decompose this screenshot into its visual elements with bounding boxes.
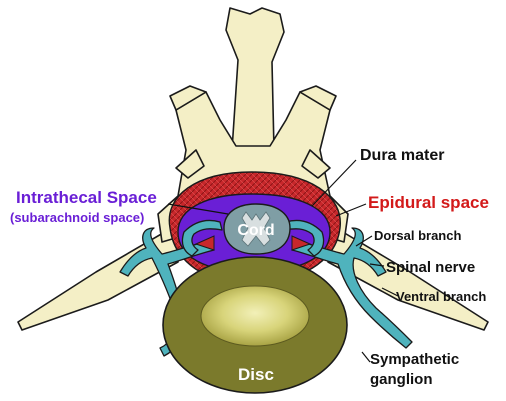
epidural-space-label: Epidural space [368,193,489,212]
dura-mater-label: Dura mater [360,147,444,164]
left-transverse-process [18,222,182,330]
nucleus-pulposus [201,286,309,346]
ventral-branch-label: Ventral branch [396,289,486,304]
ganglion-leader [362,352,370,362]
spinous-process [226,8,284,150]
intrathecal-space-label: Intrathecal Space [16,188,157,207]
disc-label: Disc [238,365,274,384]
sympathetic-label: Sympathetic [370,351,459,368]
ganglion-label: ganglion [370,371,433,388]
dorsal-branch-label: Dorsal branch [374,228,461,243]
cord-label: Cord [237,222,274,239]
subarachnoid-space-label: (subarachnoid space) [10,210,144,225]
spinal-nerve-label: Spinal nerve [386,259,475,276]
